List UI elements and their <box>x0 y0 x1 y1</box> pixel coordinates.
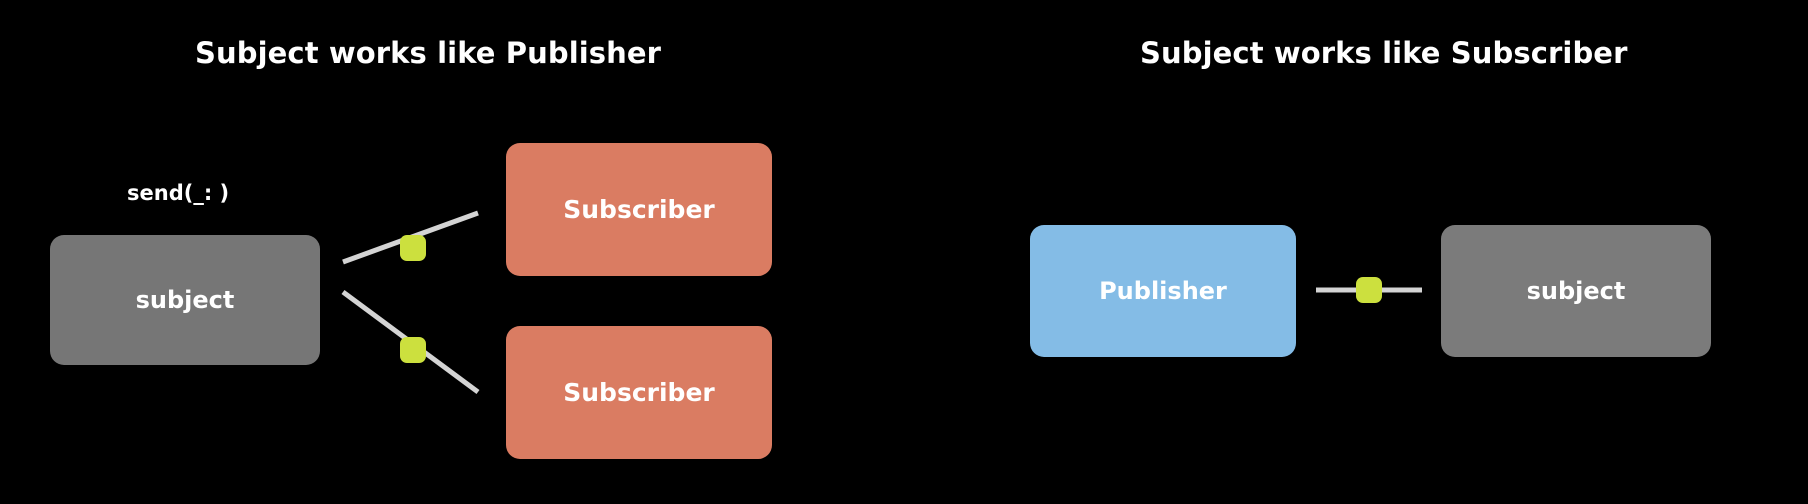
node-label-publisher: Publisher <box>1099 277 1227 305</box>
wire-subject-to-subscriber-bottom <box>341 289 480 395</box>
node-subject-left[interactable]: subject <box>50 235 320 365</box>
node-label-subject-left: subject <box>135 286 235 314</box>
panel-title-subject-as-publisher: Subject works like Publisher <box>195 36 662 70</box>
subscription-marker-right[interactable] <box>1356 277 1382 303</box>
node-subscriber-top[interactable]: Subscriber <box>506 143 772 276</box>
node-subscriber-bottom[interactable]: Subscriber <box>506 326 772 459</box>
node-label-subscriber-top: Subscriber <box>563 195 715 224</box>
send-method-label: send(_: ) <box>127 181 230 205</box>
node-subject-right[interactable]: subject <box>1441 225 1711 357</box>
node-publisher[interactable]: Publisher <box>1030 225 1296 357</box>
node-label-subject-right: subject <box>1526 277 1626 305</box>
panel-title-subject-as-subscriber: Subject works like Subscriber <box>1140 36 1628 70</box>
wire-subject-to-subscriber-top <box>342 210 479 265</box>
node-label-subscriber-bottom: Subscriber <box>563 378 715 407</box>
subscription-marker-top[interactable] <box>400 235 426 261</box>
subscription-marker-bottom[interactable] <box>400 337 426 363</box>
